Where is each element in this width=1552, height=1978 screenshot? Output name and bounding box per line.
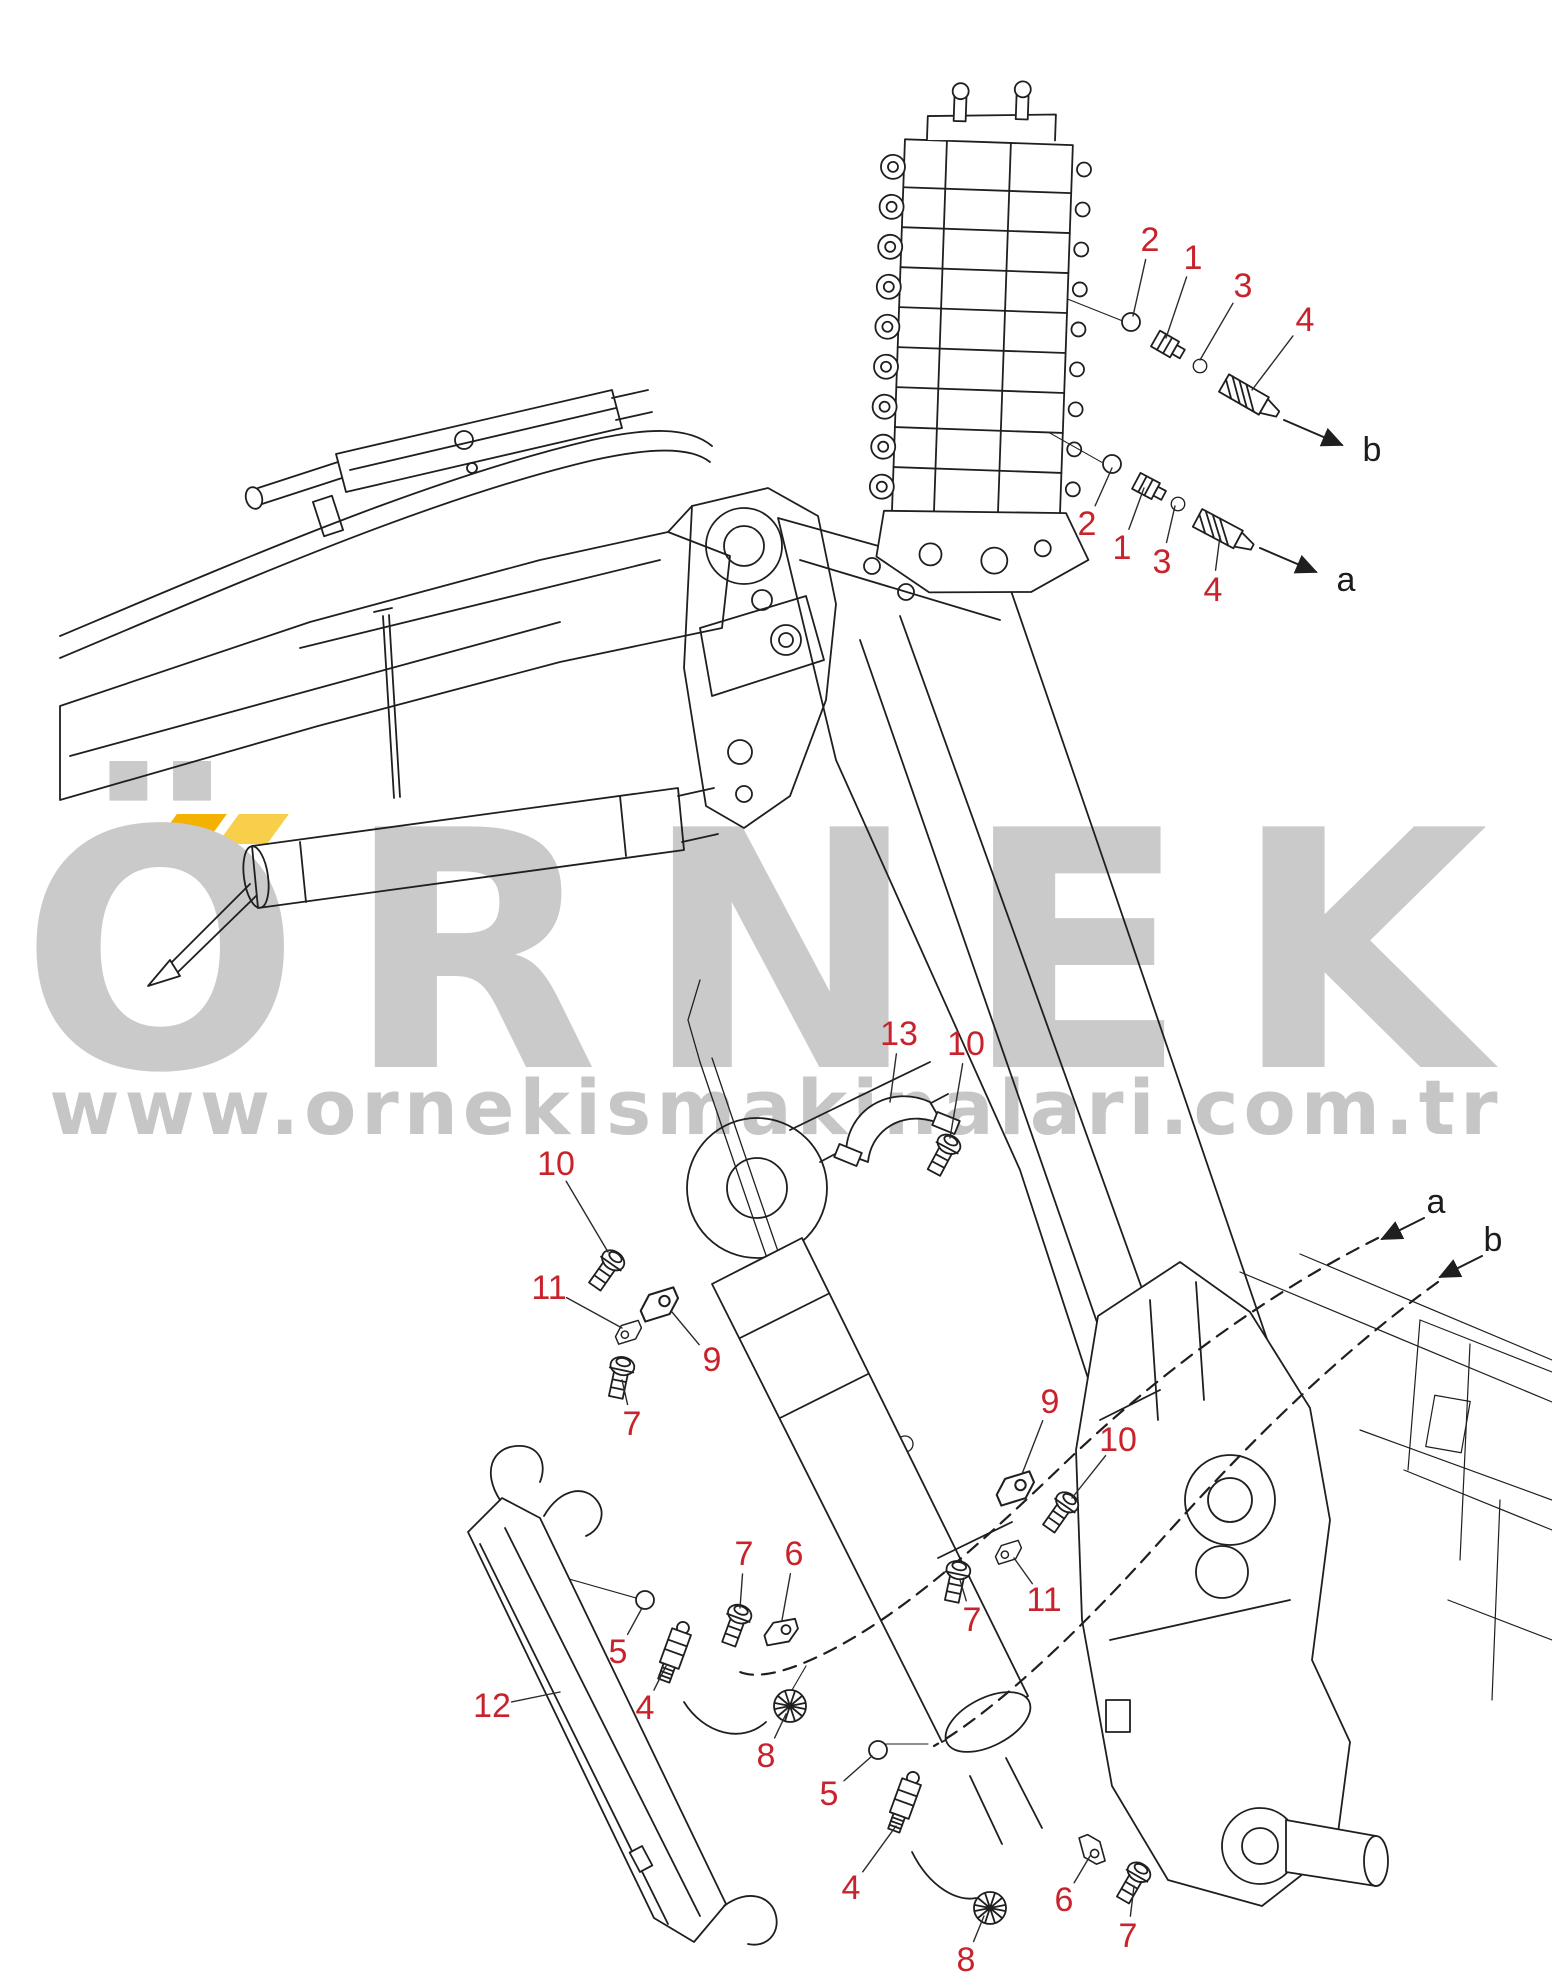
part-number-2: 2 (1141, 221, 1160, 259)
part-number-9: 9 (1041, 1383, 1060, 1421)
part-number-1: 1 (1184, 239, 1203, 277)
part-number-7: 7 (963, 1601, 982, 1639)
leader-line (1071, 1454, 1107, 1499)
leader-line (889, 1053, 898, 1103)
pipe-clamp-13 (833, 1095, 961, 1167)
leader-line (1021, 1419, 1044, 1475)
leader-line (781, 1572, 792, 1621)
leader-line (626, 1607, 643, 1636)
swing-bracket (1075, 1261, 1389, 1907)
part-number-9: 9 (703, 1341, 722, 1379)
leader-line (510, 1691, 561, 1703)
leader-line (1128, 487, 1145, 530)
flow-ref-b: b (1363, 431, 1382, 469)
control-valve (868, 80, 1124, 594)
part-number-8: 8 (957, 1941, 976, 1978)
carrier-frame (1239, 1253, 1552, 1701)
leader-line (1073, 1855, 1091, 1884)
part-number-5: 5 (820, 1775, 839, 1813)
leader-line (1129, 1885, 1135, 1917)
leader-line (1132, 258, 1147, 317)
leader-line (739, 1573, 744, 1609)
leader-line (1251, 335, 1294, 391)
part-number-11: 11 (531, 1269, 566, 1307)
hydraulic-hoses (738, 1236, 1440, 1748)
leader-line (1165, 276, 1188, 339)
leader-line (972, 1915, 985, 1943)
boom-head-bracket (683, 487, 837, 829)
part-number-5: 5 (609, 1633, 628, 1671)
part-number-7: 7 (623, 1405, 642, 1443)
part-number-7: 7 (1119, 1917, 1138, 1955)
arm-assembly (59, 389, 731, 801)
part-number-4: 4 (1296, 301, 1315, 339)
leader-line (1013, 1557, 1034, 1585)
leader-line (565, 1296, 623, 1329)
valve-fittings-row-b (1121, 312, 1284, 424)
leader-line (1214, 535, 1221, 571)
guard-plate (467, 1445, 778, 1946)
part-number-1: 1 (1113, 529, 1132, 567)
part-number-7: 7 (735, 1535, 754, 1573)
flow-ref-b: b (1484, 1221, 1503, 1259)
part-number-6: 6 (1055, 1881, 1074, 1919)
leader-line (949, 1063, 964, 1139)
part-number-4: 4 (636, 1689, 655, 1727)
boom-cylinder (686, 1061, 1043, 1845)
leader-line (1199, 302, 1234, 361)
part-number-11: 11 (1026, 1581, 1061, 1619)
part-number-10: 10 (1099, 1421, 1137, 1459)
part-number-10: 10 (537, 1145, 575, 1183)
leader-line (621, 1379, 629, 1406)
leader-line (653, 1665, 667, 1691)
part-number-3: 3 (1153, 543, 1172, 581)
leader-line (671, 1311, 700, 1346)
leader-line (862, 1825, 897, 1873)
flow-ref-a: a (1337, 561, 1356, 599)
flange-bolt-10a (922, 1129, 965, 1180)
leader-line (959, 1579, 967, 1602)
part-number-8: 8 (757, 1737, 776, 1775)
part-number-4: 4 (1204, 571, 1223, 609)
flow-ref-a: a (1427, 1183, 1446, 1221)
leader-line (843, 1755, 873, 1782)
flow-arrows (1259, 419, 1483, 1278)
part-number-6: 6 (785, 1535, 804, 1573)
part-number-4: 4 (842, 1869, 861, 1907)
part-number-2: 2 (1078, 505, 1097, 543)
leader-line (1165, 505, 1176, 544)
leader-line (565, 1180, 609, 1253)
part-number-3: 3 (1234, 267, 1253, 305)
clamp-group-left (584, 1245, 683, 1401)
arm-cylinder (147, 787, 719, 987)
part-number-12: 12 (473, 1687, 511, 1725)
fitting-set-right (868, 1740, 1155, 1925)
leader-line (773, 1713, 787, 1739)
leader-line (1094, 467, 1113, 507)
part-number-13: 13 (880, 1015, 918, 1053)
part-number-10: 10 (947, 1025, 985, 1063)
